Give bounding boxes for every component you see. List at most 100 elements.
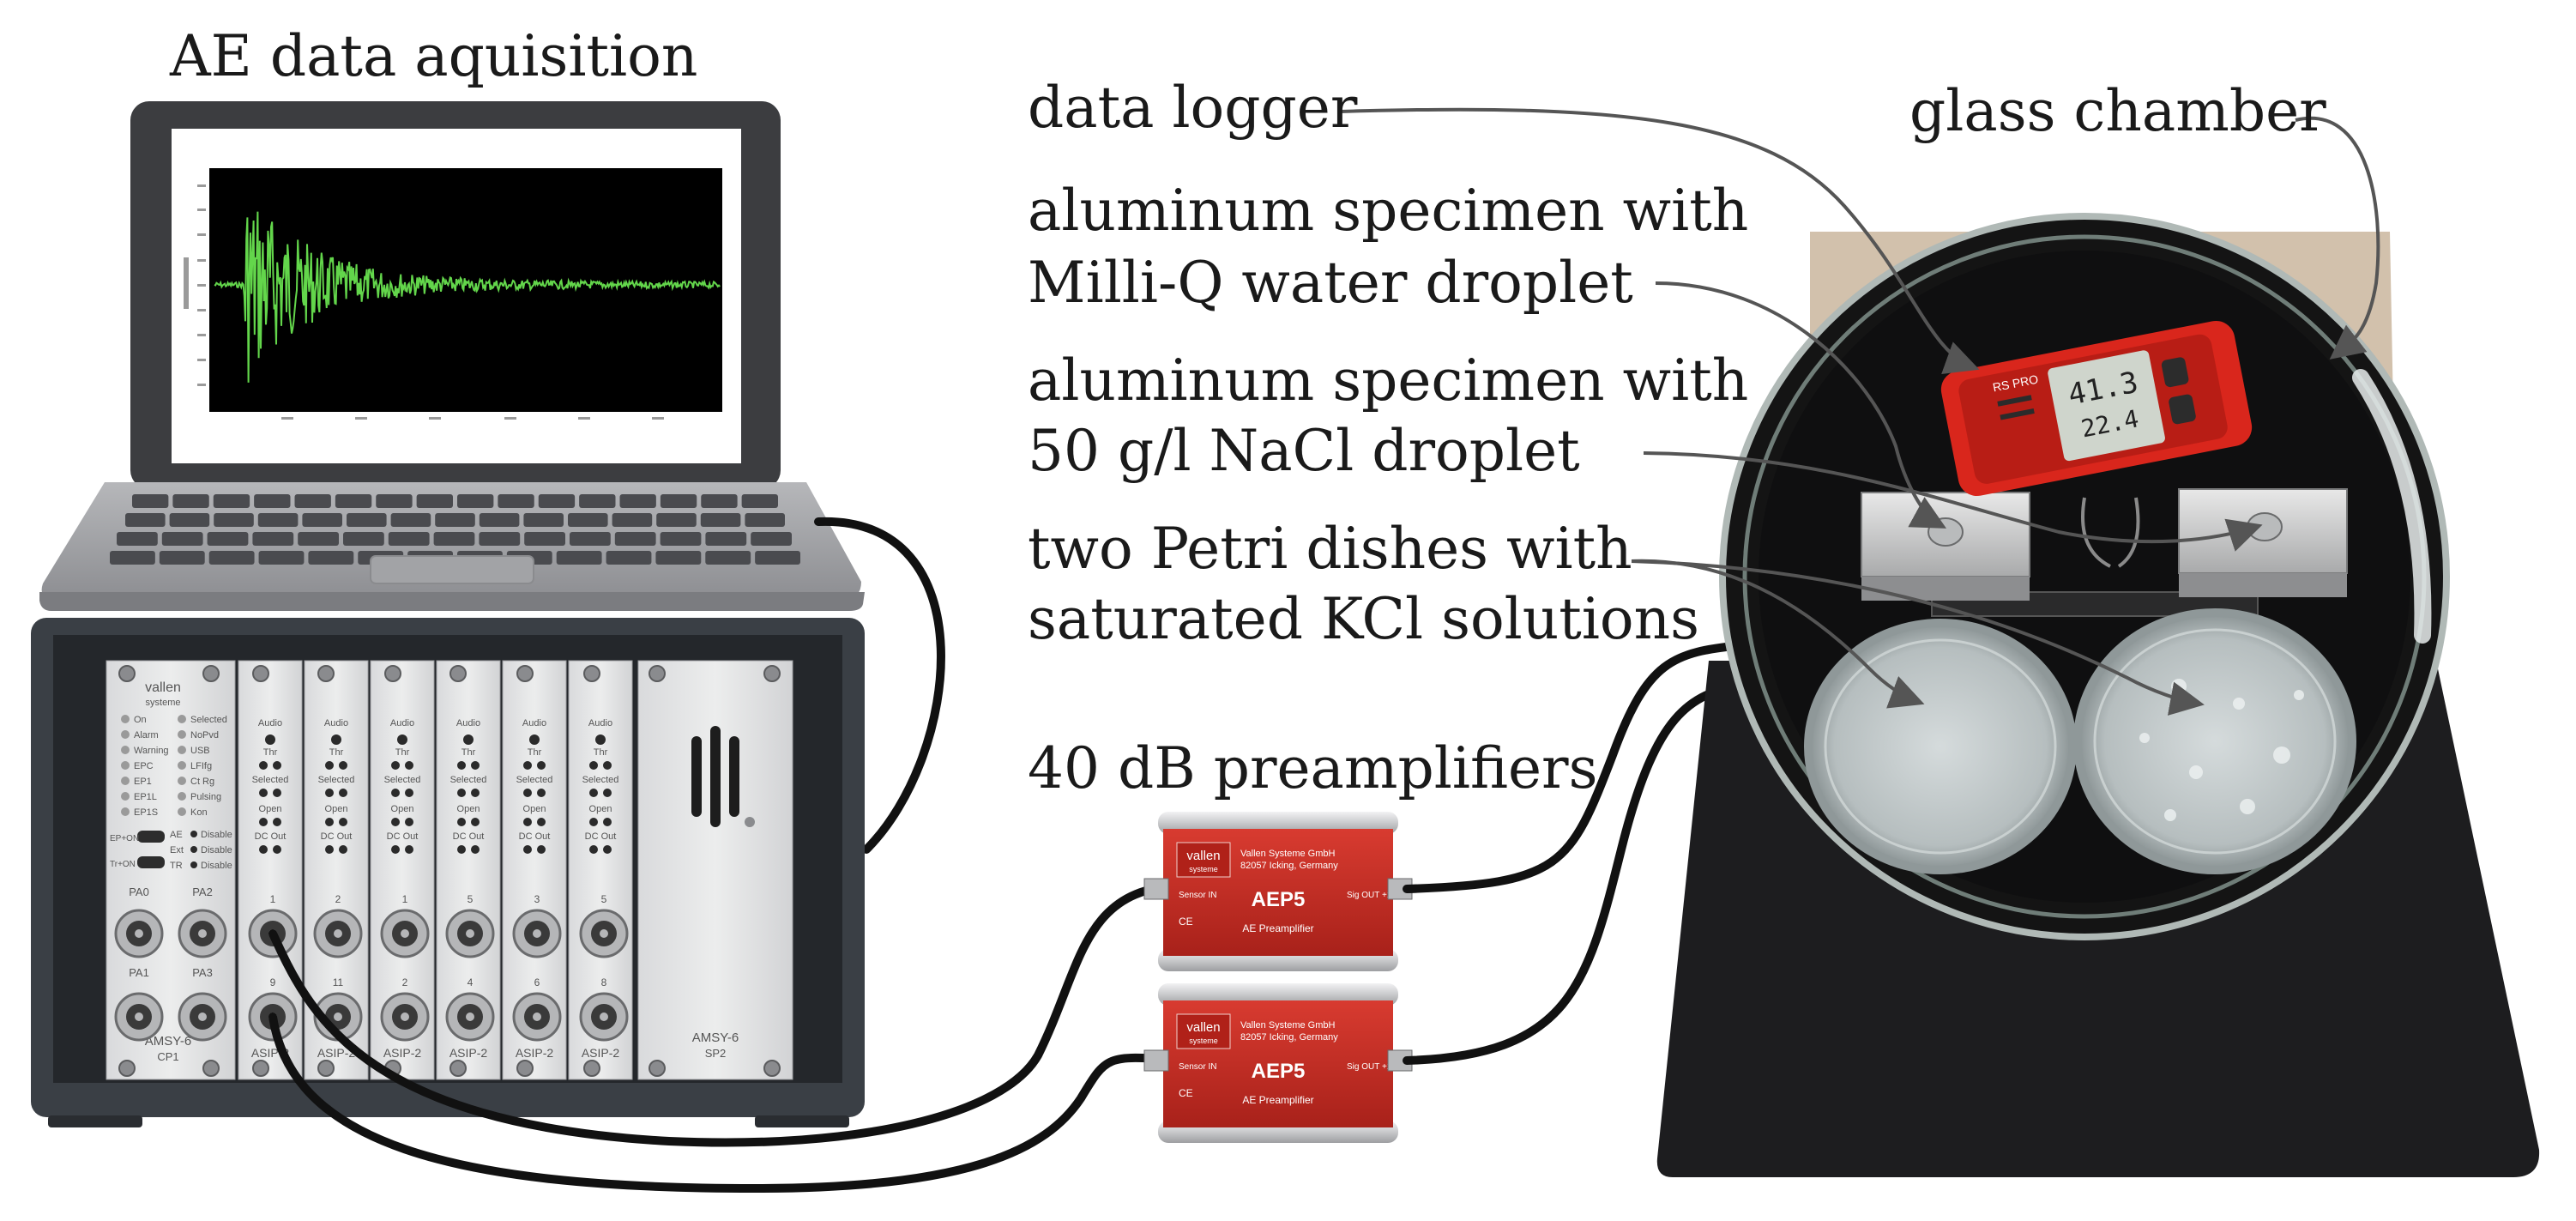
asip-led xyxy=(325,761,334,770)
asip-led xyxy=(457,761,466,770)
rack-foot-left xyxy=(48,1115,142,1127)
mode-state: Disable xyxy=(201,830,232,840)
switch-label: Tr+ON xyxy=(110,860,136,869)
status-led xyxy=(121,730,130,739)
preamp-connector-in xyxy=(1143,1049,1169,1072)
key xyxy=(388,532,430,546)
asip-led xyxy=(339,761,347,770)
status-led xyxy=(178,792,186,801)
key xyxy=(335,494,372,508)
asip-led xyxy=(325,845,334,854)
preamp-sig-out: Sig OUT +28V IN xyxy=(1347,891,1413,900)
key xyxy=(125,513,166,527)
key xyxy=(751,532,792,546)
bnc-pin xyxy=(533,1012,541,1021)
screw xyxy=(516,665,534,682)
waveform-y-ticks xyxy=(184,184,206,386)
preamp-maker: Vallen Systeme GmbH xyxy=(1240,1020,1336,1031)
channel-number: 4 xyxy=(468,976,474,988)
channel-number: 2 xyxy=(402,976,408,988)
arrow-glass-chamber xyxy=(2295,116,2380,360)
status-led xyxy=(121,807,130,816)
bnc-pin xyxy=(466,1012,474,1021)
status-led xyxy=(178,730,186,739)
preamp-model: AEP5 xyxy=(1252,1060,1306,1083)
asip-led xyxy=(405,845,413,854)
label-petri-1: two Petri dishes with xyxy=(1028,516,1632,582)
key xyxy=(258,551,305,565)
screw xyxy=(763,665,781,682)
asip-led xyxy=(339,789,347,797)
preamp-sensor-in: Sensor IN xyxy=(1179,1062,1216,1072)
screw xyxy=(118,1060,136,1077)
asip-slot-label: DC Out xyxy=(453,831,485,842)
asip-module-label: ASIP-2 xyxy=(582,1046,620,1060)
asip-led xyxy=(457,818,466,826)
asip-led xyxy=(259,789,268,797)
bnc-pin xyxy=(135,929,143,938)
key xyxy=(570,532,611,546)
key xyxy=(523,513,564,527)
asip-led xyxy=(537,761,546,770)
asip-slot-label: Open xyxy=(391,804,414,814)
arrow-petri-right xyxy=(1631,559,2205,716)
audio-led xyxy=(595,734,606,745)
asip-module-label: ASIP-2 xyxy=(317,1046,356,1060)
key xyxy=(257,513,299,527)
key xyxy=(110,551,155,565)
preamp-brand-sub: systeme xyxy=(1189,1037,1218,1045)
label-specimen-water-1: aluminum specimen with xyxy=(1028,178,1748,244)
asip-led xyxy=(325,818,334,826)
bnc-pin xyxy=(466,929,474,938)
preamp-rail-top xyxy=(1158,812,1398,834)
pa1-label: PA1 xyxy=(129,966,149,979)
asip-led xyxy=(457,845,466,854)
preamp-ce-mark: CE xyxy=(1179,1087,1193,1099)
asip-slot-label: DC Out xyxy=(321,831,353,842)
pa0-label: PA0 xyxy=(129,886,149,898)
asip-slot-label: DC Out xyxy=(519,831,551,842)
asip-led xyxy=(405,761,413,770)
bnc-pin xyxy=(401,1012,409,1021)
key xyxy=(117,532,158,546)
key xyxy=(457,494,494,508)
screw xyxy=(449,1060,467,1077)
logger-button-1 xyxy=(2161,357,2189,388)
laptop xyxy=(39,101,865,611)
bnc-pin xyxy=(401,929,409,938)
arrow-data-logger xyxy=(1339,107,1980,374)
asip-led xyxy=(523,845,532,854)
asip-slot-label: Thr xyxy=(594,747,608,758)
key xyxy=(614,532,656,546)
asip-led xyxy=(325,789,334,797)
amsy-brand-sub: systeme xyxy=(146,698,181,708)
waveform-x-ticks xyxy=(281,417,664,420)
status-label: USB xyxy=(190,746,210,756)
status-led xyxy=(178,807,186,816)
asip-led xyxy=(273,761,281,770)
preamp-address: 82057 Icking, Germany xyxy=(1240,1032,1338,1043)
preamp-sensor-in: Sensor IN xyxy=(1179,891,1216,900)
key xyxy=(433,532,475,546)
asip-module-label: ASIP-2 xyxy=(449,1046,488,1060)
key xyxy=(655,551,702,565)
status-label: Selected xyxy=(190,715,227,725)
asip-slot-label: Thr xyxy=(263,747,278,758)
channel-number: 2 xyxy=(335,893,341,905)
audio-led xyxy=(331,734,341,745)
asip-module-label: ASIP-2 xyxy=(516,1046,554,1060)
key xyxy=(254,494,291,508)
mode-label: AE xyxy=(170,830,183,840)
asip-led xyxy=(391,818,400,826)
asip-slot-label: Thr xyxy=(462,747,476,758)
screw xyxy=(649,665,666,682)
asip-led xyxy=(537,845,546,854)
key xyxy=(376,494,413,508)
speaker-grille xyxy=(691,726,739,827)
sp2-module-sub: SP2 xyxy=(705,1047,727,1060)
audio-led xyxy=(265,734,275,745)
